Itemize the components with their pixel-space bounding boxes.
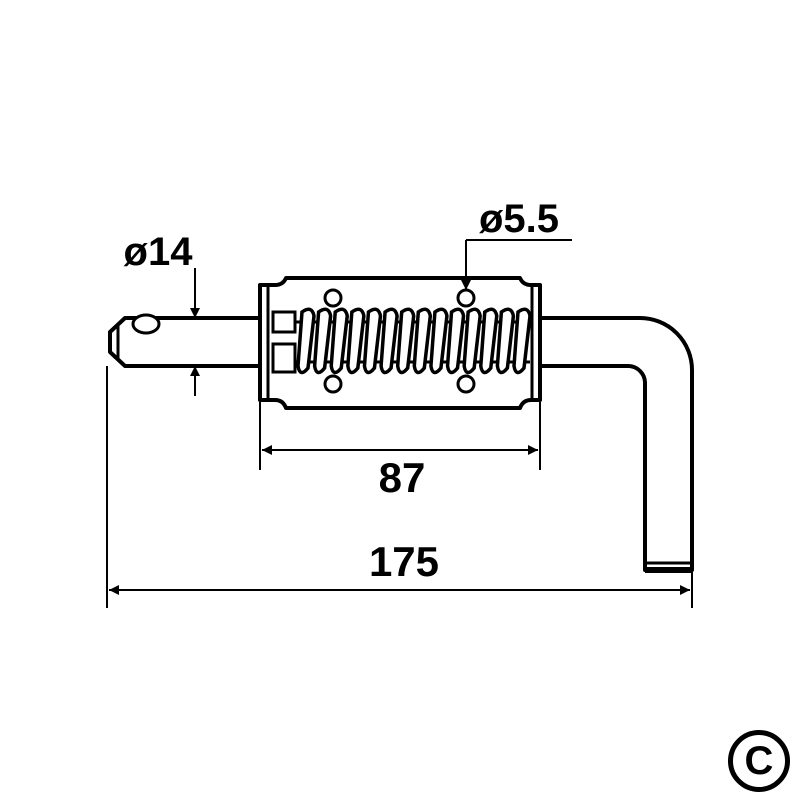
bent-handle — [538, 316, 694, 573]
copyright-icon: C — [728, 730, 790, 792]
spring-coil — [445, 307, 466, 375]
housing-holes — [323, 288, 476, 394]
housing-length-label: 87 — [379, 454, 426, 501]
spring-coil — [346, 307, 366, 375]
housing-length-dimension — [259, 402, 541, 470]
pin-diameter-dimension — [175, 268, 215, 396]
pin-shaft — [108, 313, 262, 368]
spring-coil — [362, 307, 383, 375]
spring-diameter-label: ø5.5 — [479, 197, 559, 241]
spring-coil — [429, 307, 449, 375]
spring-coil — [329, 307, 349, 375]
spring-coil — [462, 307, 482, 375]
spring-coil — [296, 307, 316, 375]
overall-length-dimension — [106, 366, 693, 608]
spring-coil — [479, 307, 499, 375]
spring-coil — [412, 307, 433, 375]
overall-length-label: 175 — [369, 538, 439, 585]
spring-coil — [312, 307, 333, 375]
spring-diameter-dimension — [461, 239, 572, 290]
pin-hole — [131, 313, 161, 335]
spring-coil — [495, 307, 516, 375]
spring-coil — [395, 307, 416, 375]
spring-coil — [379, 307, 399, 375]
pin-diameter-label: ø14 — [124, 230, 194, 274]
spring-coil — [512, 307, 532, 375]
spring — [271, 307, 532, 375]
